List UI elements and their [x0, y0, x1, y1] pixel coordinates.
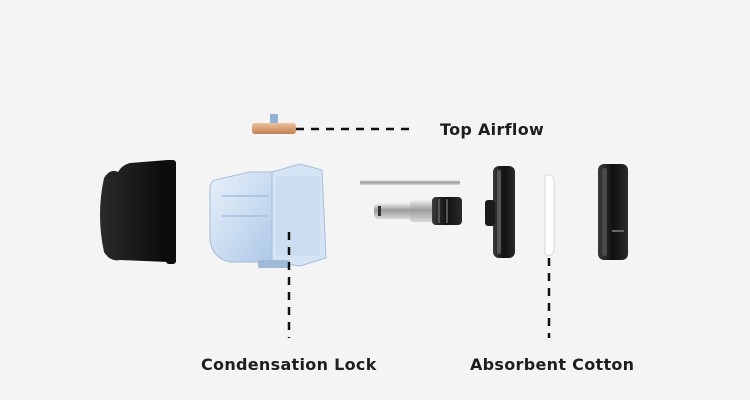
base-seal [485, 166, 515, 258]
pod-tank [210, 164, 326, 268]
mouthpiece-cap [100, 160, 176, 264]
absorbent-cotton-pad [545, 175, 554, 256]
coil [374, 197, 462, 225]
condensation-lock-label: Condensation Lock [201, 355, 377, 374]
airflow-tube [360, 180, 460, 185]
absorbent-cotton-label: Absorbent Cotton [470, 355, 634, 374]
bottom-cap [598, 164, 628, 260]
top-airflow-label: Top Airflow [440, 120, 544, 139]
top-airflow-insert [252, 114, 296, 134]
